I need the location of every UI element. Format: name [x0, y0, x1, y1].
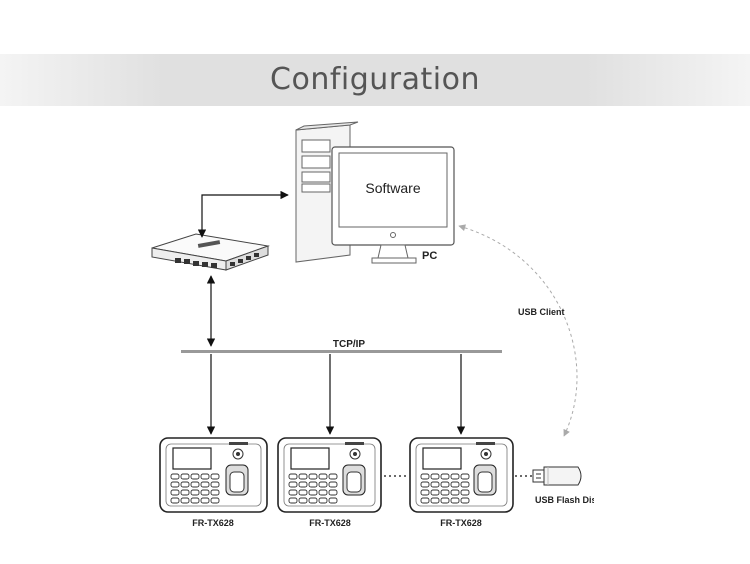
usb-client-label: USB Client — [518, 307, 565, 317]
terminal-label: FR-TX628 — [192, 518, 234, 528]
usb-flash-disk-label: USB Flash Disk — [535, 495, 603, 505]
pc-label: PC — [422, 250, 437, 262]
title-banner — [0, 54, 750, 106]
terminal-label: FR-TX628 — [440, 518, 482, 528]
page-title: Configuration — [270, 62, 480, 97]
tcp-ip-bus — [181, 350, 502, 353]
terminal-device — [277, 437, 382, 513]
terminal-device — [159, 437, 268, 513]
tcp-ip-label: TCP/IP — [333, 339, 366, 350]
usb-client-arc — [458, 224, 578, 437]
terminal-device — [409, 437, 514, 513]
network-hub-icon — [151, 233, 270, 271]
usb-flash-disk-icon — [532, 466, 582, 486]
pc-monitor-icon — [331, 146, 455, 264]
hub-pc-connector — [197, 190, 289, 238]
software-label: Software — [365, 180, 420, 196]
terminal-label: FR-TX628 — [309, 518, 351, 528]
